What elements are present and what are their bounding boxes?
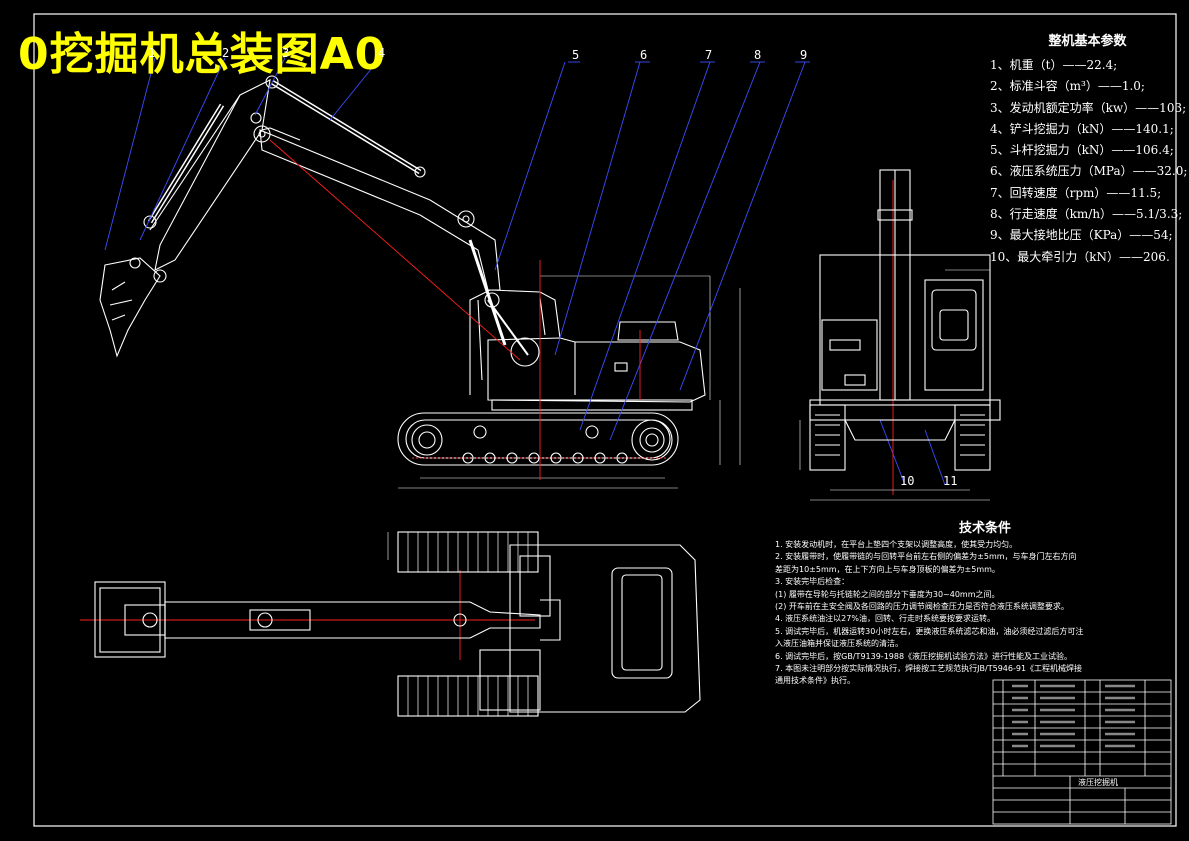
tech-row: (1) 履带在导轮与托链轮之间的部分下垂度为30~40mm之间。	[775, 589, 1000, 599]
side-view	[99, 75, 741, 489]
callout-2: 2	[222, 46, 230, 60]
callout-6: 6	[640, 48, 648, 62]
tech-row: 通用技术条件》执行。	[775, 676, 855, 686]
parameter-row: 9、最大接地比压（KPa）——54;	[990, 228, 1173, 243]
parameter-row: 3、发动机额定功率（kw）——103;	[990, 100, 1187, 115]
parameter-row: 8、行走速度（km/h）——5.1/3.3;	[990, 207, 1183, 222]
tech-row: 6. 调试完毕后，按GB/T9139-1988《液压挖掘机试验方法》进行性能及工…	[775, 651, 1073, 661]
parameter-row: 7、回转速度（rpm）——11.5;	[990, 185, 1162, 200]
tech-row: 7. 本图未注明部分按实际情况执行，焊接按工艺规范执行JB/T5946-91《工…	[775, 664, 1083, 674]
parameter-row: 6、液压系统压力（MPa）——32.0;	[990, 164, 1188, 179]
callout-4: 4	[378, 46, 386, 60]
leader-lines	[104, 57, 946, 486]
front-view	[799, 169, 1001, 501]
parameter-row: 4、铲斗挖掘力（kN）——140.1;	[990, 121, 1174, 136]
callout-10: 10	[900, 474, 915, 488]
drawing-frame	[33, 13, 1177, 827]
tech-row: (2) 开车前在主安全阀及各回路的压力调节阀检查压力是否符合液压系统调整要求。	[775, 602, 1069, 612]
tech-row: 1. 安装发动机时，在平台上垫四个支架以调整高度，使其受力均匀。	[775, 540, 1018, 549]
technical-conditions: 技术条件 1. 安装发动机时，在平台上垫四个支架以调整高度，使其受力均匀。 2.…	[775, 517, 1175, 688]
center-lines	[80, 139, 894, 660]
callout-11: 11	[943, 474, 958, 488]
callout-5: 5	[572, 48, 580, 62]
tech-row: 3. 安装完毕后检查：	[775, 577, 850, 587]
callout-9: 9	[800, 48, 808, 62]
callout-7: 7	[705, 48, 713, 62]
callout-8: 8	[754, 48, 762, 62]
technical-heading: 技术条件	[958, 521, 1011, 536]
title-block-name: 液压挖掘机	[1078, 778, 1118, 787]
tech-row: 5. 调试完毕后，机器运转30小时左右，更换液压系统滤芯和油，油必须经过滤后方可…	[775, 626, 1084, 636]
title-block	[992, 679, 1172, 825]
parameter-row: 2、标准斗容（m³）——1.0;	[990, 79, 1145, 94]
parameters-heading: 整机基本参数	[1048, 34, 1127, 49]
parameter-row: 1、机重（t）——22.4;	[990, 58, 1118, 72]
parameter-row: 10、最大牵引力（kN）——206.	[990, 249, 1170, 264]
parameter-row: 5、斗杆挖掘力（kN）——106.4;	[990, 143, 1174, 158]
callout-3: 3	[282, 46, 290, 60]
drawing-title: 0挖掘机总装图A0	[18, 29, 387, 80]
machine-parameters: 整机基本参数 1、机重（t）——22.4; 2、标准斗容（m³）——1.0; 3…	[990, 30, 1188, 268]
callout-1: 1	[148, 46, 156, 60]
tech-row: 差距为10±5mm，在上下方向上与车身顶板的偏差为±5mm。	[775, 564, 1000, 574]
tech-row: 2. 安装履带时，使履带链的与回转平台前左右侧的偏差为±5mm，与车身门左右方向	[775, 552, 1077, 562]
tech-row: 入液压油箱并保证液压系统的清洁。	[775, 639, 903, 649]
tech-row: 4. 液压系统油注以27%油，回转、行走时系统要按要求运转。	[775, 614, 995, 624]
top-view	[94, 531, 701, 717]
